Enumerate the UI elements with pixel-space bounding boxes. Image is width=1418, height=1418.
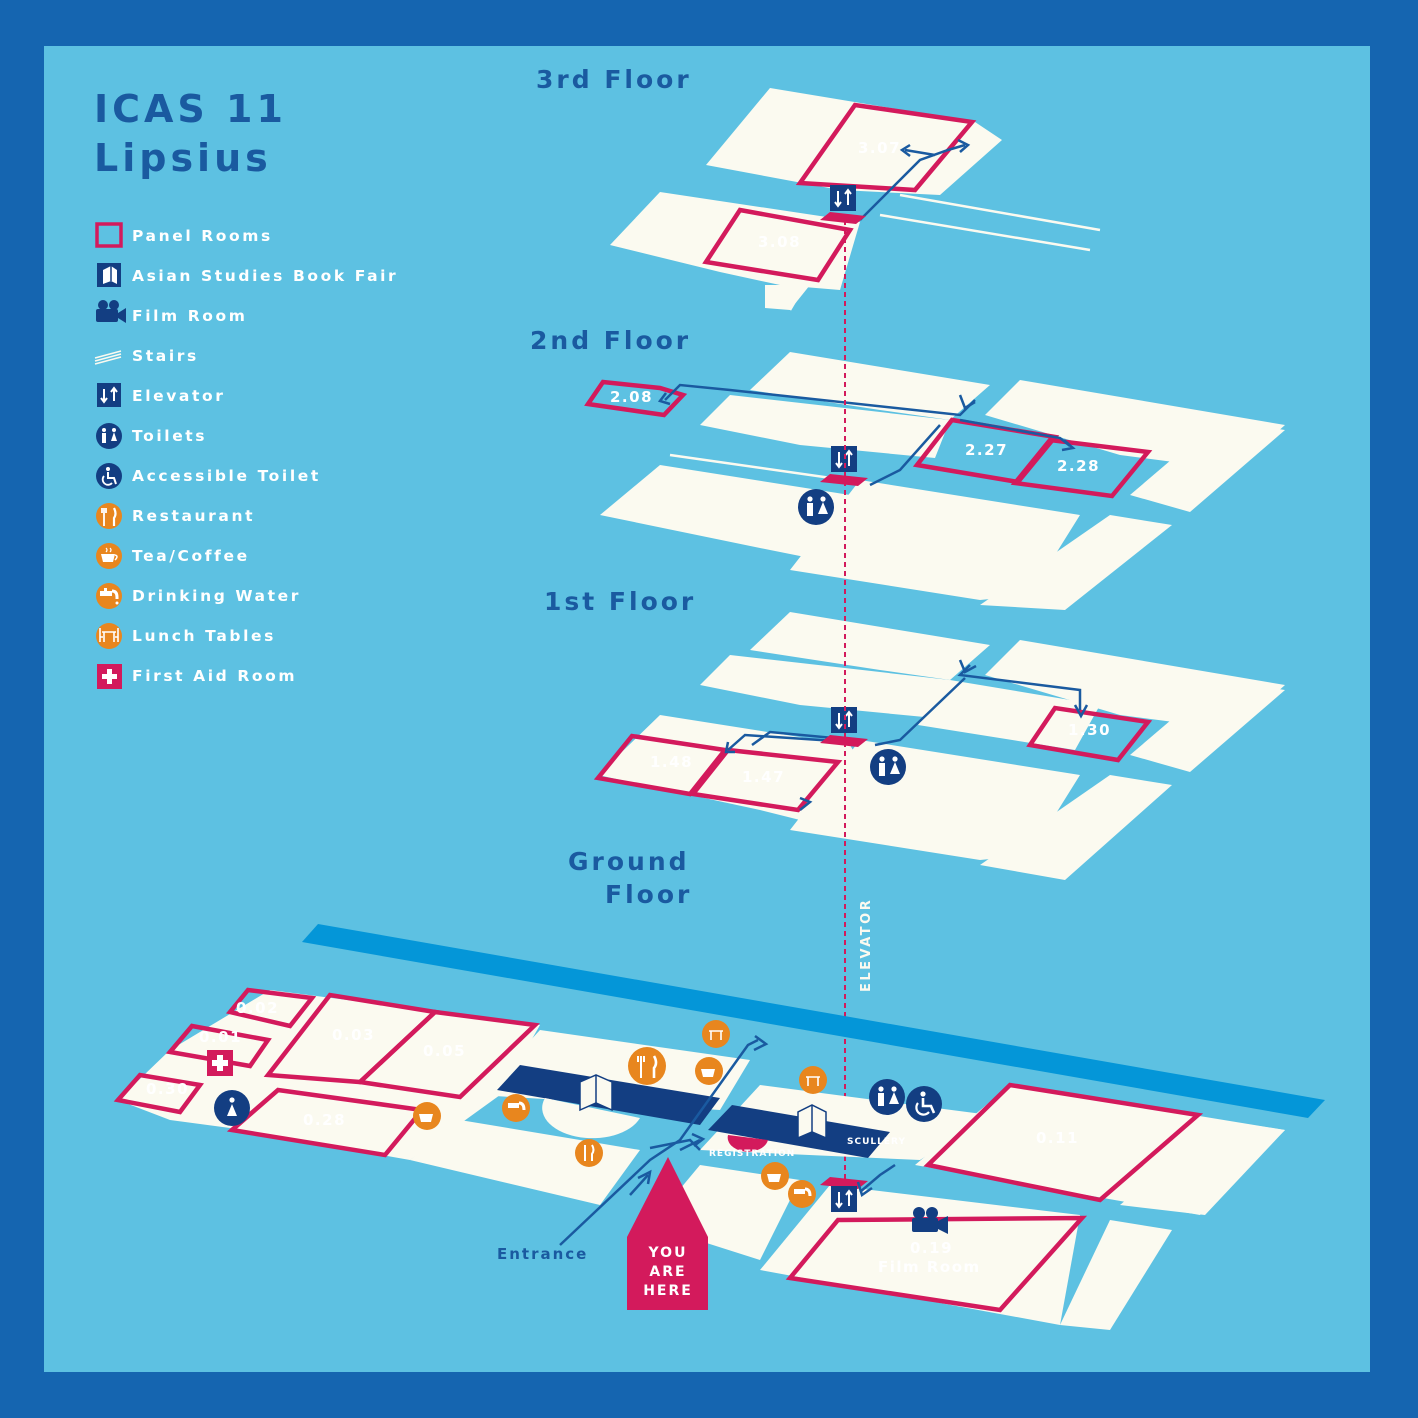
accessible-toilet-icon <box>96 463 122 489</box>
you-are-here-line: YOU <box>648 1245 688 1261</box>
legend-label: Toilets <box>132 427 207 445</box>
legend-label: Panel Rooms <box>132 227 273 245</box>
canal <box>302 924 1325 1118</box>
restaurant-icon <box>628 1047 666 1085</box>
room-0.30[interactable] <box>113 1072 204 1115</box>
elevator-shaft-label: ELEVATOR <box>859 898 874 992</box>
room-label: 3.08 <box>758 233 801 251</box>
room-label: 1.30 <box>1068 721 1111 739</box>
legend-label: Accessible Toilet <box>132 467 321 485</box>
floor-2-title: 2nd Floor <box>530 326 691 355</box>
registration-label: REGISTRATION <box>709 1149 795 1159</box>
toilets-icon <box>870 749 906 785</box>
map-title: ICAS 11 Lipsius <box>94 87 287 180</box>
first-aid-icon <box>97 664 122 689</box>
room-label: 0.05 <box>423 1042 466 1060</box>
room-label: 0.02 <box>236 999 279 1017</box>
film-room-label: Film Room <box>878 1258 981 1276</box>
room-label: 2.08 <box>610 388 653 406</box>
legend-label: Film Room <box>132 307 248 325</box>
lunch-tables-icon <box>96 623 122 649</box>
ground-floor-title-line1: Ground <box>568 847 690 876</box>
book-icon <box>97 263 121 287</box>
room-1.30[interactable] <box>1026 705 1153 763</box>
film-camera-icon <box>912 1207 948 1234</box>
toilets-icon <box>869 1079 905 1115</box>
entrance-label: Entrance <box>497 1245 588 1263</box>
room-0.05[interactable] <box>355 1009 540 1100</box>
legend-label: Drinking Water <box>132 587 301 605</box>
stairs-icon <box>94 350 122 365</box>
map-title-line2: Lipsius <box>94 136 272 180</box>
room-label: 0.01 <box>199 1028 242 1046</box>
lunch-tables-icon <box>702 1020 730 1048</box>
ground-floor-title-line2: Floor <box>605 880 692 909</box>
elevator-icon <box>820 185 866 224</box>
tea-coffee-icon <box>695 1057 723 1085</box>
elevator-icon <box>820 1177 868 1212</box>
room-0.19[interactable] <box>785 1215 1088 1313</box>
restaurant-icon <box>96 503 122 529</box>
room-0.11[interactable] <box>923 1082 1204 1203</box>
floor-3: 3rd Floor 3.07 3.08 <box>536 65 1101 311</box>
film-camera-icon <box>96 300 126 323</box>
legend-label: Asian Studies Book Fair <box>132 267 398 285</box>
room-2.28[interactable] <box>1010 437 1153 499</box>
you-are-here-line: HERE <box>643 1283 693 1299</box>
you-are-here-line: ARE <box>649 1264 686 1280</box>
room-0.02[interactable] <box>225 987 317 1029</box>
floor-1-title: 1st Floor <box>544 587 696 616</box>
room-label: 0.03 <box>332 1026 375 1044</box>
room-label: 0.30 <box>146 1080 189 1098</box>
you-are-here-marker: YOU ARE HERE <box>627 1157 708 1310</box>
floor-1: 1st Floor 1.48 1.47 1.30 <box>544 587 1285 880</box>
toilets-icon <box>214 1090 250 1126</box>
scullery-label: SCULLERY <box>847 1137 906 1147</box>
legend-label: Elevator <box>132 387 225 405</box>
legend-label: Lunch Tables <box>132 627 276 645</box>
room-label: 2.28 <box>1057 457 1100 475</box>
room-label: 1.47 <box>742 768 785 786</box>
drinking-water-icon <box>96 583 122 609</box>
toilets-icon <box>96 423 122 449</box>
floor-ground: Ground Floor <box>113 847 1325 1330</box>
registration-desk <box>727 1135 768 1152</box>
room-label: 0.11 <box>1036 1129 1079 1147</box>
legend-label: Tea/Coffee <box>132 547 250 565</box>
tea-coffee-icon <box>413 1102 441 1130</box>
room-2.08[interactable] <box>584 379 688 418</box>
room-1.47[interactable] <box>688 747 843 813</box>
lunch-tables-icon <box>799 1066 827 1094</box>
room-label: 0.28 <box>303 1111 346 1129</box>
room-1.48[interactable] <box>593 733 730 797</box>
floor-2: 2nd Floor 2.08 2.27 2.28 <box>530 326 1285 610</box>
drinking-water-icon <box>502 1094 530 1122</box>
legend-label: Restaurant <box>132 507 255 525</box>
book-icon <box>579 1074 613 1112</box>
book-icon <box>797 1104 827 1140</box>
legend-label: First Aid Room <box>132 667 297 685</box>
drinking-water-icon <box>788 1180 816 1208</box>
room-label: 0.19 <box>910 1239 953 1257</box>
toilets-icon <box>798 489 834 525</box>
room-3.07[interactable] <box>795 102 977 193</box>
accessible-toilet-icon <box>906 1086 942 1122</box>
elevator-icon <box>97 383 121 407</box>
restaurant-icon <box>575 1139 603 1167</box>
room-label: 1.48 <box>650 753 693 771</box>
legend: Panel Rooms Asian Studies Book Fair Film… <box>94 222 398 689</box>
first-aid-icon <box>207 1050 233 1076</box>
floor-3-title: 3rd Floor <box>536 65 692 94</box>
room-label: 3.07 <box>858 139 901 157</box>
panel-room-icon <box>95 222 123 248</box>
room-3.08[interactable] <box>702 207 854 283</box>
tea-coffee-icon <box>761 1162 789 1190</box>
map-title-line1: ICAS 11 <box>94 87 287 131</box>
tea-coffee-icon <box>96 543 122 569</box>
legend-label: Stairs <box>132 347 199 365</box>
room-label: 2.27 <box>965 441 1008 459</box>
